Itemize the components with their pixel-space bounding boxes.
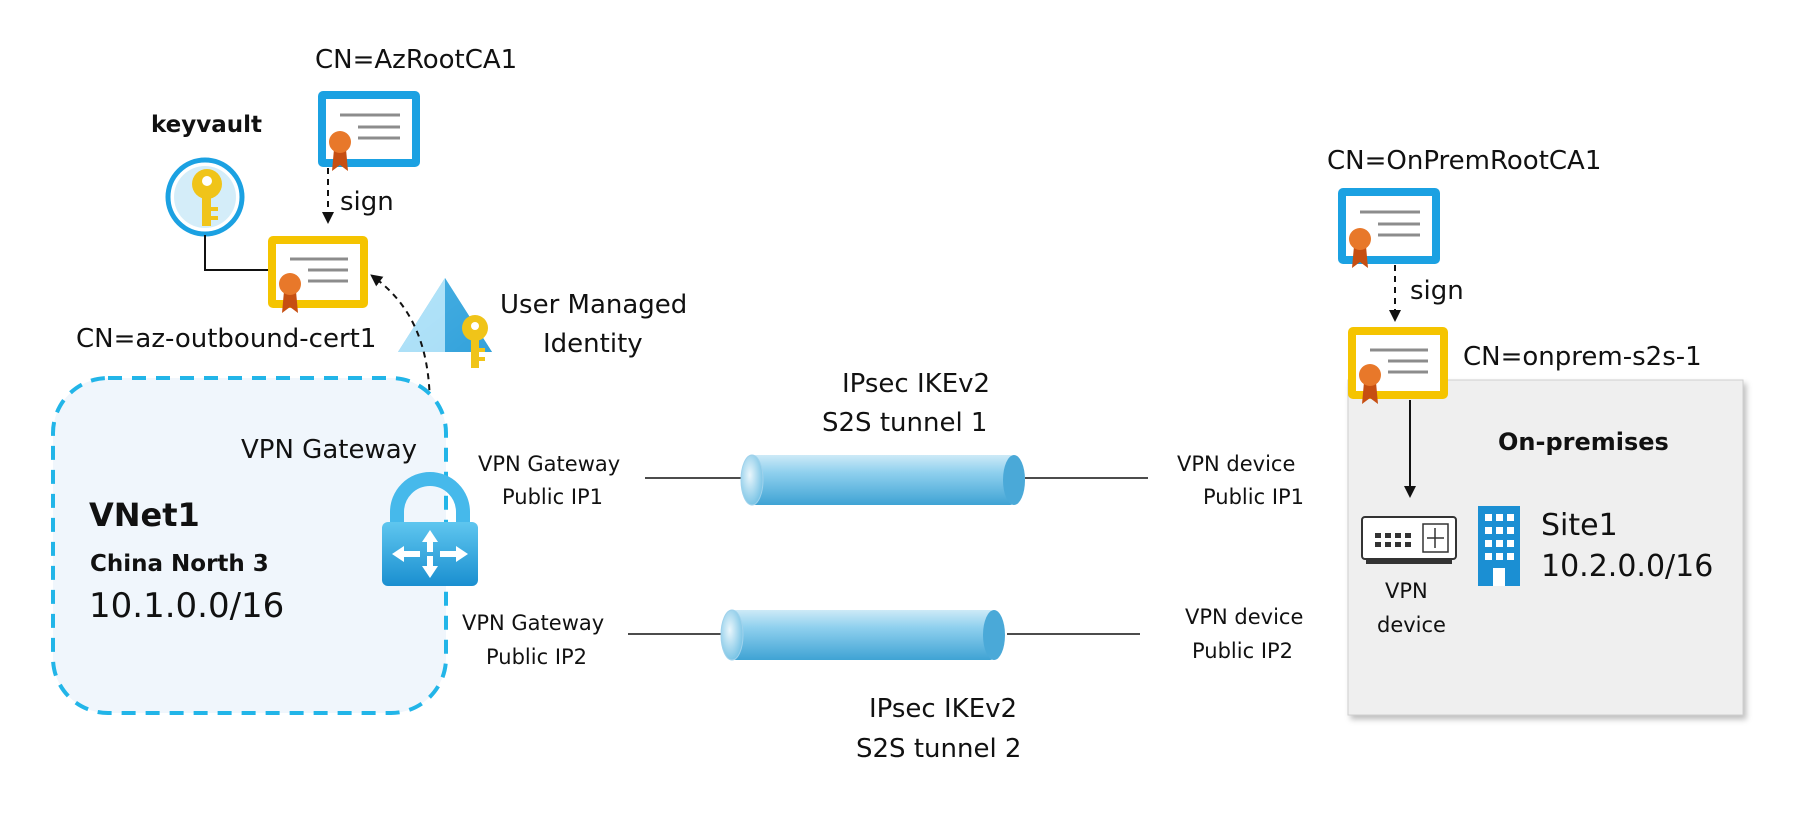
vnet-name: VNet1 xyxy=(89,496,200,534)
tunnel1-gw-line2: Public IP1 xyxy=(502,485,603,509)
tunnel2-pipe xyxy=(720,609,1005,661)
tunnel1-dev-line2: Public IP1 xyxy=(1203,485,1304,509)
site-cidr: 10.2.0.0/16 xyxy=(1541,549,1713,584)
key-vault-icon xyxy=(165,157,245,237)
vpn-device-icon xyxy=(1361,516,1457,564)
managed-identity-icon xyxy=(398,278,492,368)
vpn-gateway-label: VPN Gateway xyxy=(241,435,417,465)
identity-line2: Identity xyxy=(543,329,643,359)
tunnel2-title-line1: IPsec IKEv2 xyxy=(869,694,1017,724)
site-name: Site1 xyxy=(1541,508,1618,543)
tunnel1-pipe xyxy=(740,454,1025,506)
certificate-icon xyxy=(1348,327,1448,404)
vpn-gateway-icon xyxy=(382,472,478,586)
device-line1: VPN xyxy=(1385,579,1428,603)
sign-label-left: sign xyxy=(340,187,394,217)
certificate-icon xyxy=(268,236,368,313)
tunnel2-gw-line2: Public IP2 xyxy=(486,645,587,669)
certificate-icon xyxy=(1338,188,1440,268)
tunnel1-title-line1: IPsec IKEv2 xyxy=(842,369,990,399)
az-root-cert-cn: CN=AzRootCA1 xyxy=(315,45,517,75)
onprem-label: On-premises xyxy=(1498,428,1669,456)
identity-line1: User Managed xyxy=(500,290,687,320)
tunnel2-dev-line2: Public IP2 xyxy=(1192,639,1293,663)
vnet-region: China North 3 xyxy=(90,551,269,577)
sign-label-right: sign xyxy=(1410,276,1464,306)
tunnel1-title-line2: S2S tunnel 1 xyxy=(822,408,987,438)
tunnel2-gw-line1: VPN Gateway xyxy=(462,611,604,635)
tunnel1-gw-line1: VPN Gateway xyxy=(478,452,620,476)
building-icon xyxy=(1478,506,1520,586)
tunnel1-dev-line1: VPN device xyxy=(1177,452,1295,476)
az-outbound-cert-cn: CN=az-outbound-cert1 xyxy=(76,324,376,354)
device-line2: device xyxy=(1377,613,1446,637)
onprem-root-cert-cn: CN=OnPremRootCA1 xyxy=(1327,146,1601,176)
vnet-cidr: 10.1.0.0/16 xyxy=(89,586,284,626)
keyvault-link-line xyxy=(204,235,268,271)
keyvault-label: keyvault xyxy=(151,112,262,138)
tunnel2-dev-line1: VPN device xyxy=(1185,605,1303,629)
onprem-s2s-cert-cn: CN=onprem-s2s-1 xyxy=(1463,342,1702,372)
certificate-icon xyxy=(318,91,420,171)
tunnel2-title-line2: S2S tunnel 2 xyxy=(856,734,1021,764)
